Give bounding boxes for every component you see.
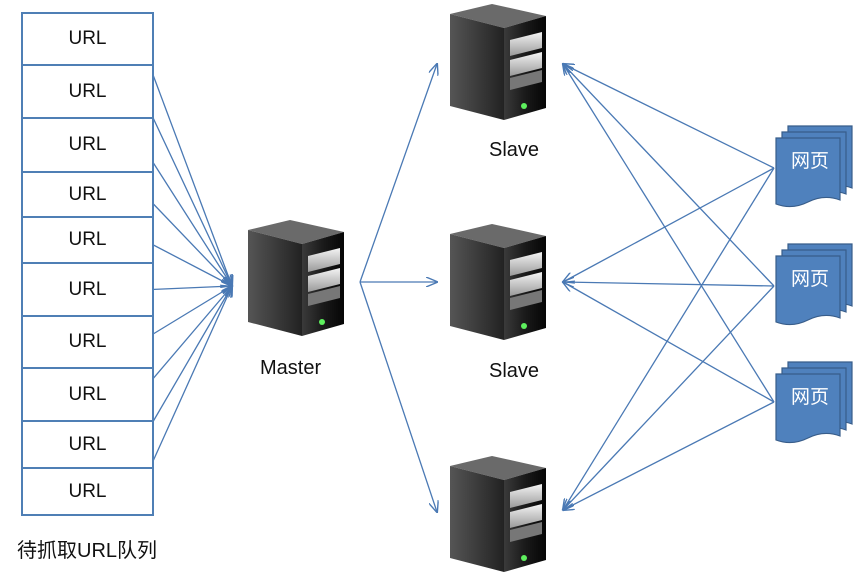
webpage-label: 网页 — [790, 268, 829, 290]
connection-arrow — [139, 39, 232, 286]
connection-arrow — [139, 286, 232, 491]
url-queue-caption: 待抓取URL队列 — [17, 540, 158, 562]
url-queue-cell: URL — [21, 262, 154, 317]
connection-arrow — [139, 286, 232, 343]
master-server-icon — [244, 218, 350, 338]
connection-arrow — [563, 64, 775, 169]
url-queue-cell: URL — [21, 117, 154, 173]
connection-arrow — [359, 64, 437, 283]
slave-label: Slave — [489, 139, 540, 161]
slave-server-icon — [446, 2, 552, 122]
slave-server-icon — [446, 454, 552, 574]
url-queue-cell: URL — [21, 420, 154, 469]
url-queue-cell: URL — [21, 64, 154, 119]
url-queue-cell: URL — [21, 315, 154, 369]
connection-arrow — [139, 189, 232, 286]
slave-label: Slave — [489, 360, 540, 382]
url-queue-cell: URL — [21, 467, 154, 516]
connection-arrow — [359, 281, 437, 512]
slave-server-icon — [446, 222, 552, 342]
webpage-label: 网页 — [790, 386, 829, 408]
connection-arrow — [563, 401, 775, 510]
connection-arrow — [563, 285, 775, 510]
webpage-label: 网页 — [790, 150, 829, 172]
webpage-document-icon: 网页 — [774, 242, 854, 328]
connection-arrow — [139, 286, 232, 445]
connection-arrow — [563, 64, 775, 287]
connection-arrow — [563, 282, 775, 403]
url-queue-cell: URL — [21, 171, 154, 218]
connection-arrow — [139, 141, 232, 286]
connection-arrow — [563, 64, 775, 403]
webpage-document-icon: 网页 — [774, 124, 854, 210]
connection-arrow — [139, 286, 232, 290]
webpage-document-icon: 网页 — [774, 360, 854, 446]
url-queue-cell: URL — [21, 12, 154, 66]
connection-arrow — [563, 167, 775, 282]
connection-arrow — [563, 167, 775, 510]
url-queue-cell: URL — [21, 216, 154, 264]
connection-arrow — [563, 282, 775, 286]
connection-arrow — [139, 286, 232, 395]
url-queue-cell: URL — [21, 367, 154, 422]
master-label: Master — [260, 357, 322, 379]
connection-arrow — [139, 89, 232, 286]
connection-arrow — [139, 237, 232, 286]
